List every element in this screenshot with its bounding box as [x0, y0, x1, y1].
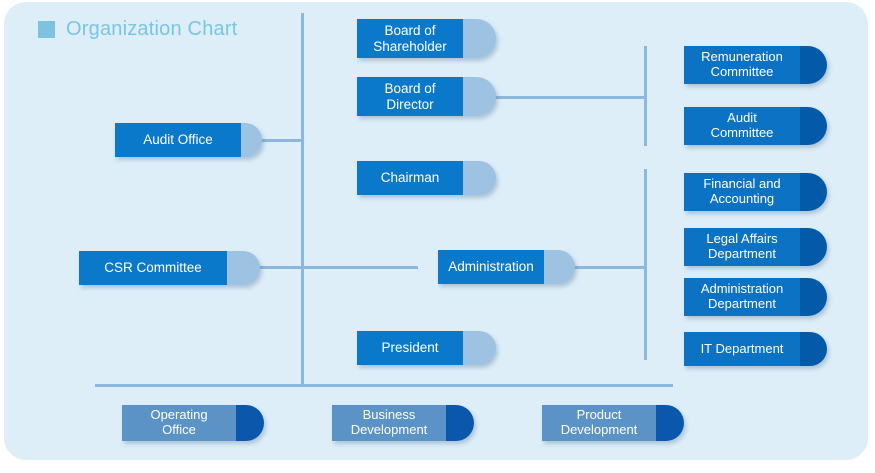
node-label: Operating Office — [150, 407, 208, 437]
node-remuneration-committee[interactable]: Remuneration Committee — [657, 46, 827, 84]
node-bar — [684, 173, 800, 211]
node-financial-and-accounting[interactable]: Financial and Accounting — [657, 173, 827, 211]
node-label: IT Department — [700, 340, 784, 356]
node-board-of-director[interactable]: Board of Director — [324, 77, 496, 116]
connector-csr-to-administration — [250, 266, 418, 269]
node-csr-committee[interactable]: CSR Committee — [46, 251, 260, 285]
node-label: Audit Office — [143, 132, 213, 148]
node-label: Audit Committee — [710, 110, 774, 140]
node-audit-committee[interactable]: Audit Committee — [657, 107, 827, 145]
node-label: Remuneration Committee — [701, 49, 783, 79]
node-board-of-shareholder[interactable]: Board of Shareholder — [324, 19, 496, 58]
node-bar — [115, 123, 241, 157]
node-label: Business Development — [350, 407, 428, 437]
page-title-label: Organization Chart — [66, 18, 238, 40]
connector-director-to-committees — [488, 96, 647, 99]
node-legal-affairs-department[interactable]: Legal Affairs Department — [657, 228, 827, 266]
node-label: Administration — [448, 259, 534, 275]
node-label: Board of Director — [384, 81, 436, 112]
node-bar — [684, 278, 800, 316]
connector-administration-to-departments — [567, 266, 647, 269]
node-bar — [438, 250, 544, 284]
node-operating-office[interactable]: Operating Office — [94, 405, 264, 441]
node-bar — [122, 405, 236, 441]
node-administration[interactable]: Administration — [407, 250, 575, 284]
node-label: Board of Shareholder — [373, 23, 447, 54]
node-president[interactable]: President — [324, 331, 496, 365]
page-title: Organization Chart — [38, 18, 237, 41]
node-label: Chairman — [380, 170, 440, 186]
square-bullet-icon — [38, 21, 55, 38]
node-audit-office[interactable]: Audit Office — [94, 123, 262, 157]
node-label: Product Development — [560, 407, 638, 437]
connector-audit-office — [254, 139, 303, 142]
node-label: CSR Committee — [104, 260, 202, 276]
node-bar — [357, 161, 463, 195]
node-bar — [357, 19, 463, 58]
connector-bottom-rail — [95, 384, 673, 387]
node-bar — [684, 332, 800, 366]
node-bar — [542, 405, 656, 441]
node-bar — [684, 46, 800, 84]
node-label: Administration Department — [700, 281, 784, 311]
connector-department-rail — [644, 169, 647, 360]
node-chairman[interactable]: Chairman — [324, 161, 496, 195]
node-administration-department[interactable]: Administration Department — [657, 278, 827, 316]
connector-committee-rail — [644, 46, 647, 146]
node-bar — [684, 107, 800, 145]
node-business-development[interactable]: Business Development — [304, 405, 474, 441]
node-bar — [684, 228, 800, 266]
connector-trunk-vertical — [301, 13, 304, 387]
node-bar — [332, 405, 446, 441]
node-label: Financial and Accounting — [703, 176, 781, 206]
node-product-development[interactable]: Product Development — [514, 405, 684, 441]
chart-panel: Organization Chart Board of Shareholder … — [4, 2, 868, 460]
node-bar — [357, 77, 463, 116]
node-label: Legal Affairs Department — [706, 231, 778, 261]
node-bar — [79, 251, 227, 285]
node-bar — [357, 331, 463, 365]
node-label: President — [381, 340, 439, 356]
node-it-department[interactable]: IT Department — [657, 332, 827, 366]
